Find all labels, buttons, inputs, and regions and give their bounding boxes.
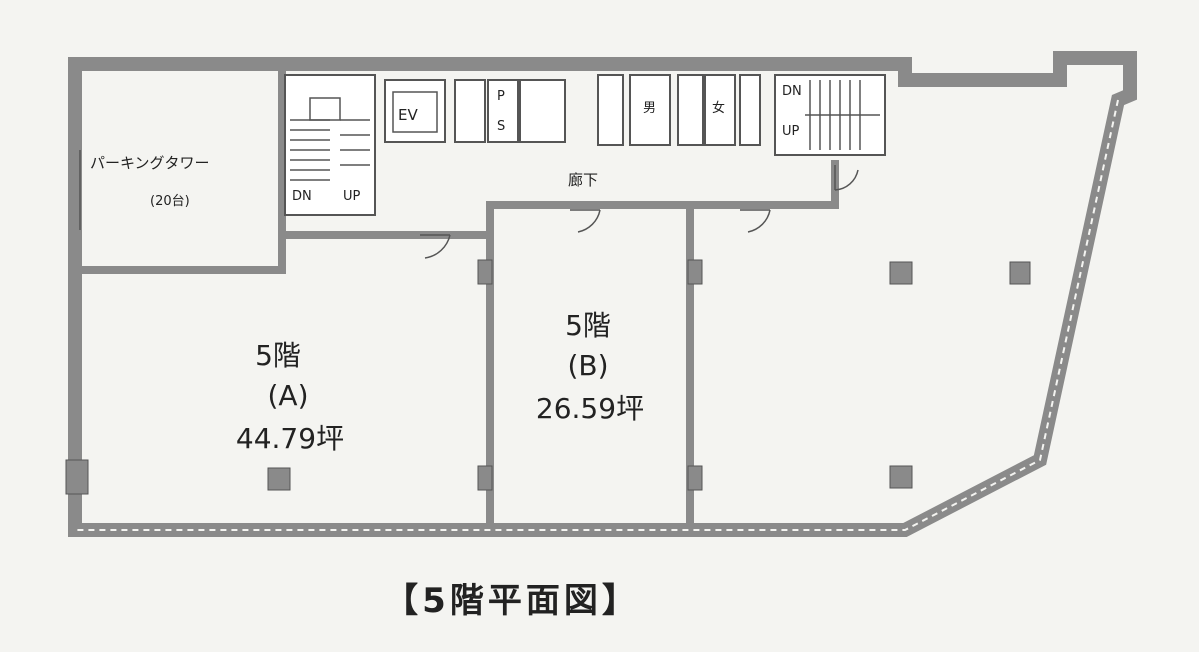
parking-tower-label: パーキングタワー [90,154,210,172]
stair-dn-label: DN [292,189,312,204]
wc-men-label: 男 [643,101,656,116]
unit-b-area: 26.59坪 [536,392,644,425]
wc-cubicles-2 [677,74,704,146]
parking-capacity-label: (20台) [150,194,190,209]
stair-treads [290,97,370,181]
ps-shaft [487,79,519,143]
door-b [570,209,601,233]
parking-tower-wall [82,70,286,274]
stair-up-label: UP [343,189,361,204]
wc-cubicles-1 [597,74,624,146]
unit-a-id: (A) [267,379,308,412]
pillar [477,259,493,285]
outer-wall-dashes [75,99,1119,531]
wc-women [704,74,736,146]
corridor-label: 廊下 [568,171,598,189]
right-stair-dn-label: DN [782,84,802,99]
wc-men [629,74,671,146]
pillar [477,465,493,491]
pillar [687,465,703,491]
shaft-2 [519,79,566,143]
pillar [889,261,913,285]
door-a [420,234,451,259]
shaft-1 [454,79,486,143]
wc-cubicles-3 [739,74,761,146]
unit-a-area: 44.79坪 [236,422,344,455]
pillar [65,459,89,495]
wc-women-label: 女 [712,100,725,116]
ps-label-s: S [497,119,505,134]
pillar [1009,261,1031,285]
pillar [687,259,703,285]
unit-b-id: (B) [567,349,608,382]
door-stair-right [834,165,859,191]
pillar [267,467,291,491]
unit-b-floor: 5階 [565,309,611,342]
ev-label: EV [398,106,418,124]
door-c [740,209,771,233]
plan-title: 【5階平面図】 [384,581,640,621]
elevator-car [392,91,438,133]
ps-label-p: P [497,89,505,104]
right-stair-up-label: UP [782,124,800,139]
pillar [889,465,913,489]
right-stair-treads [805,80,880,150]
unit-a-floor: 5階 [255,339,301,372]
